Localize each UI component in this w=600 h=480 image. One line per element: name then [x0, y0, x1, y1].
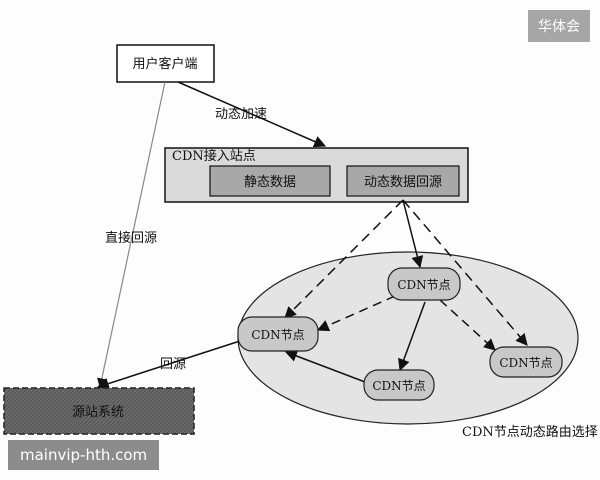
- watermark-bottom: mainvip-hth.com: [8, 440, 160, 470]
- back-source-arrow: [96, 339, 244, 390]
- origin-label: 源站系统: [72, 405, 124, 420]
- client-label: 用户客户端: [132, 56, 197, 72]
- back-source-label: 回源: [160, 357, 186, 372]
- direct-back-arrow: [97, 81, 166, 388]
- svg-text:CDN节点: CDN节点: [397, 278, 450, 292]
- routing-label: CDN节点动态路由选择: [462, 424, 598, 440]
- svg-text:CDN节点: CDN节点: [372, 379, 425, 393]
- direct-back-label: 直接回源: [105, 230, 157, 246]
- static-data-box: [209, 165, 331, 197]
- arrow-to-top-node: [402, 199, 424, 269]
- svg-text:CDN节点: CDN节点: [499, 356, 552, 370]
- origin-box: [3, 387, 195, 435]
- cdn-node-bottom: CDN节点: [363, 369, 435, 401]
- dynamic-back-box: [346, 165, 460, 197]
- cdn-node-left: CDN节点: [237, 316, 319, 352]
- dynamic-accel-label: 动态加速: [215, 107, 267, 122]
- static-data-label: 静态数据: [244, 175, 296, 190]
- top-to-bottom: [398, 301, 426, 372]
- dashed-top-to-right: [439, 299, 496, 351]
- dynamic-back-label: 动态数据回源: [364, 175, 442, 190]
- dynamic-accel-arrow: [177, 81, 327, 148]
- cdn-node-right: CDN节点: [489, 346, 563, 378]
- cdn-access-site-label: CDN接入站点: [172, 148, 256, 164]
- watermark-top: 华体会: [528, 10, 590, 42]
- dashed-to-left-node: [284, 199, 404, 319]
- svg-text:CDN节点: CDN节点: [251, 328, 304, 342]
- client-box: [116, 44, 215, 83]
- cdn-node-top: CDN节点: [387, 267, 461, 301]
- bottom-to-left: [284, 350, 366, 383]
